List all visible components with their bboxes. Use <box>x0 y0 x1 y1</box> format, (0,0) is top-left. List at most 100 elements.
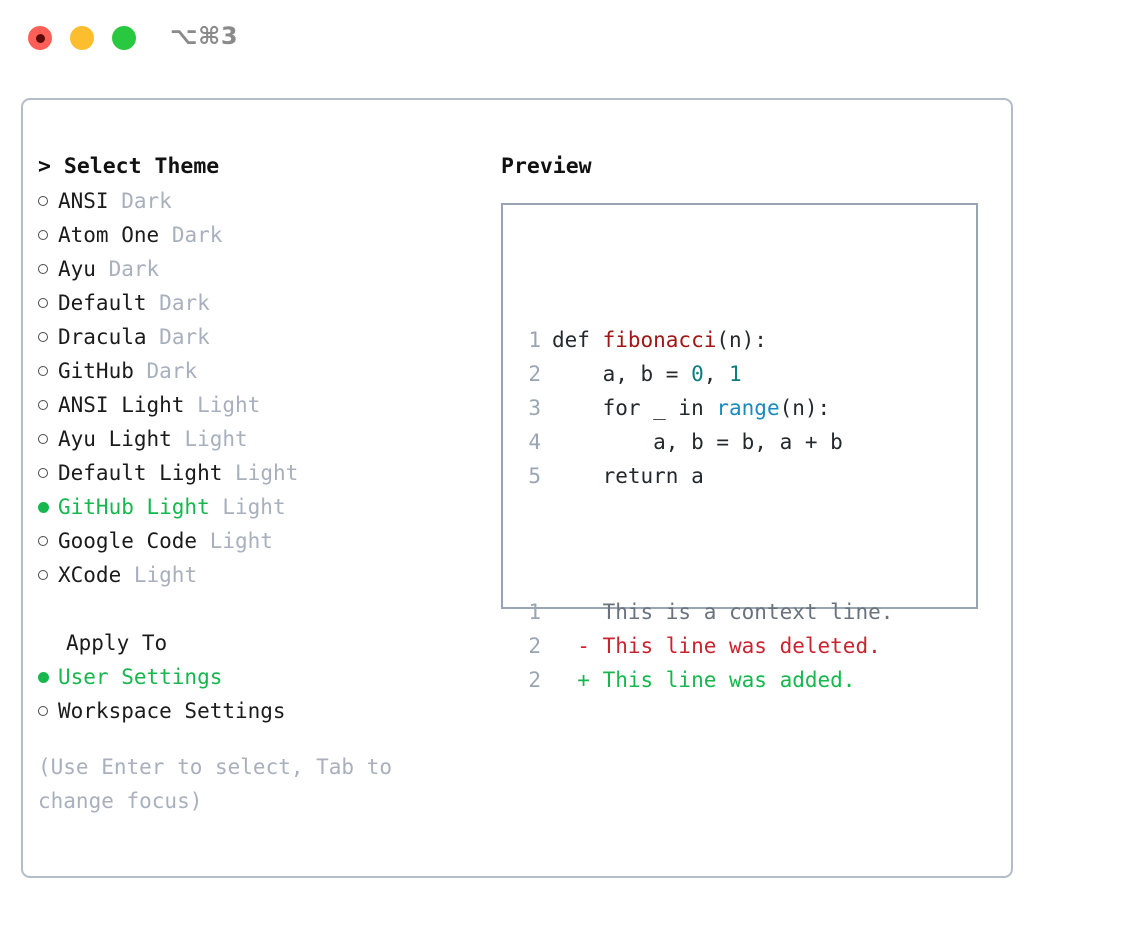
theme-variant-badge: Light <box>222 495 286 519</box>
code-line: 2 a, b = 0, 1 <box>519 357 893 391</box>
apply-to-label: Apply To <box>66 631 168 655</box>
code-line: 3 for _ in range(n): <box>519 391 893 425</box>
radio-unselected-icon <box>38 196 48 206</box>
diff-sign <box>552 600 603 624</box>
theme-variant-badge: Light <box>235 461 299 485</box>
theme-list-item[interactable]: XCode Light <box>38 558 478 592</box>
code-token-call: range <box>716 396 780 420</box>
radio-unselected-icon <box>38 536 48 546</box>
theme-name: Dracula <box>58 325 147 349</box>
code-token-plain: a, b = <box>552 362 692 386</box>
code-line: 5 return a <box>519 459 893 493</box>
radio-unselected-icon <box>38 332 48 342</box>
line-number: 2 <box>528 362 541 386</box>
spacer <box>159 223 172 247</box>
diff-line-number: 2 <box>528 668 541 692</box>
code-token-fn: fibonacci <box>602 328 717 352</box>
theme-list-item[interactable]: GitHub Light Light <box>38 490 478 524</box>
code-token-plain: for _ in <box>552 396 717 420</box>
theme-name: ANSI <box>58 189 109 213</box>
diff-text: This line was added. <box>602 668 856 692</box>
theme-name: Google Code <box>58 529 198 553</box>
radio-unselected-icon <box>38 434 48 444</box>
apply-to-option[interactable]: Workspace Settings <box>38 694 478 728</box>
preview-heading: Preview <box>501 154 592 179</box>
window-controls <box>28 26 136 50</box>
diff-block: 1 This is a context line.2 - This line w… <box>519 595 893 697</box>
spacer <box>210 495 223 519</box>
select-theme-heading: > Select Theme <box>38 150 478 184</box>
theme-name: GitHub <box>58 359 134 383</box>
theme-name: Default Light <box>58 461 223 485</box>
diff-line: 2 - This line was deleted. <box>519 629 893 663</box>
theme-variant-badge: Light <box>184 427 248 451</box>
radio-marker <box>38 660 58 694</box>
theme-variant-badge: Light <box>197 393 261 417</box>
theme-list-item[interactable]: Ayu Light Light <box>38 422 478 456</box>
theme-name: ANSI Light <box>58 393 185 417</box>
diff-line: 2 + This line was added. <box>519 663 893 697</box>
theme-list-item[interactable]: ANSI Light Light <box>38 388 478 422</box>
code-token-plain: , <box>703 362 730 386</box>
radio-unselected-icon <box>38 298 48 308</box>
diff-sign: + <box>552 668 603 692</box>
spacer <box>222 461 235 485</box>
line-number: 4 <box>528 430 541 454</box>
radio-marker <box>38 320 58 354</box>
code-line: 4 a, b = b, a + b <box>519 425 893 459</box>
apply-to-option[interactable]: User Settings <box>38 660 478 694</box>
theme-variant-badge: Dark <box>171 223 223 247</box>
spacer <box>147 325 160 349</box>
keyboard-hint-text: (Use Enter to select, Tab to change focu… <box>38 755 393 813</box>
radio-unselected-icon <box>38 400 48 410</box>
spacer <box>109 189 122 213</box>
spacer <box>121 563 134 587</box>
theme-list-item[interactable]: ANSI Dark <box>38 184 478 218</box>
spacer <box>147 291 160 315</box>
theme-name: Ayu <box>58 257 96 281</box>
theme-variant-badge: Dark <box>159 291 210 315</box>
diff-line-number: 1 <box>528 600 541 624</box>
minimize-button[interactable] <box>70 26 94 50</box>
theme-variant-badge: Light <box>209 529 273 553</box>
prompt-caret: > <box>38 154 64 179</box>
theme-name: Default <box>58 291 147 315</box>
radio-unselected-icon <box>38 468 48 478</box>
radio-unselected-icon <box>38 366 48 376</box>
theme-list-item[interactable]: Default Light Light <box>38 456 478 490</box>
code-token-plain: (n): <box>716 328 767 352</box>
apply-to-option-label: User Settings <box>58 665 223 689</box>
theme-list-item[interactable]: GitHub Dark <box>38 354 478 388</box>
code-token-plain: (n): <box>779 396 831 420</box>
theme-list-item[interactable]: Atom One Dark <box>38 218 478 252</box>
theme-list-item[interactable]: Google Code Light <box>38 524 478 558</box>
theme-name: GitHub Light <box>58 495 210 519</box>
maximize-button[interactable] <box>112 26 136 50</box>
theme-list-item[interactable]: Ayu Dark <box>38 252 478 286</box>
theme-variant-badge: Dark <box>146 359 198 383</box>
theme-name: XCode <box>58 563 122 587</box>
spacer <box>197 529 210 553</box>
code-token-plain: a, b = b, a + b <box>552 430 843 454</box>
close-button[interactable] <box>28 26 52 50</box>
diff-line: 1 This is a context line. <box>519 595 893 629</box>
spacer <box>172 427 185 451</box>
theme-list-item[interactable]: Default Dark <box>38 286 478 320</box>
radio-marker <box>38 218 58 252</box>
radio-marker <box>38 558 58 592</box>
radio-unselected-icon <box>38 570 48 580</box>
radio-unselected-icon <box>38 230 48 240</box>
radio-selected-icon <box>38 501 49 513</box>
theme-list-item[interactable]: Dracula Dark <box>38 320 478 354</box>
theme-variant-badge: Dark <box>159 325 210 349</box>
radio-unselected-icon <box>38 264 48 274</box>
